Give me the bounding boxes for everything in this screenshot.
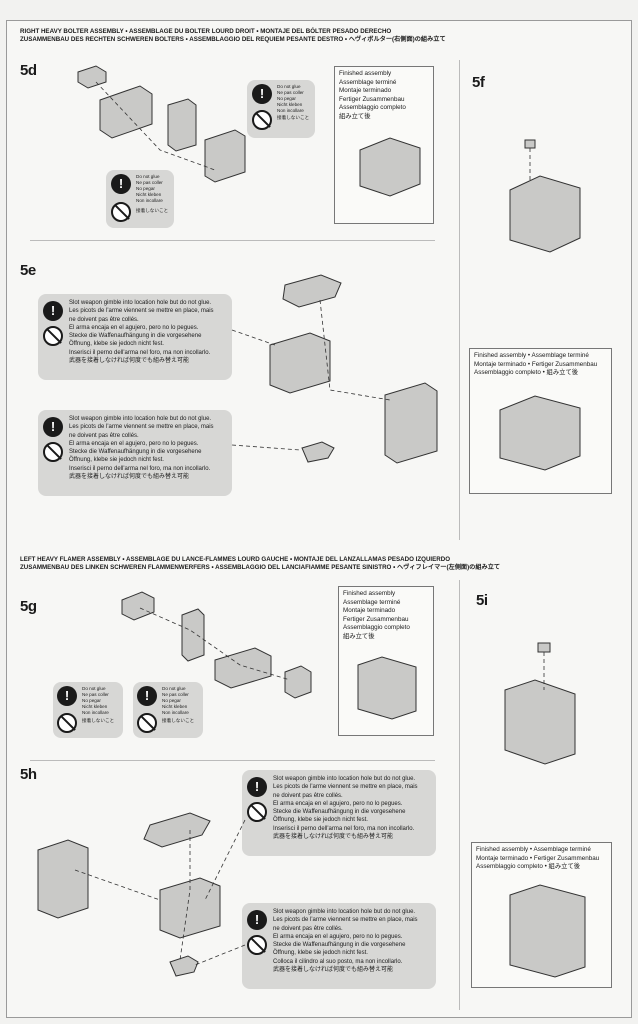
flamer-assembly xyxy=(505,680,575,764)
flamer-assembly xyxy=(358,657,416,719)
bolter-part xyxy=(283,275,341,307)
bolter-part xyxy=(168,99,196,151)
gimble-part xyxy=(170,956,198,976)
flamer-part xyxy=(38,840,88,918)
bolter-assembly xyxy=(510,176,580,252)
bolter-part xyxy=(205,130,245,182)
flamer-part xyxy=(144,813,210,847)
flamer-part xyxy=(215,648,271,688)
flamer-part xyxy=(285,666,311,698)
assembly-guide-line xyxy=(232,330,275,345)
flamer-assembly xyxy=(510,885,585,977)
bolter-part xyxy=(385,383,437,463)
assembly-guide-line xyxy=(232,445,300,450)
bolter-part xyxy=(100,86,152,138)
gimble-part xyxy=(302,442,334,462)
bolter-part xyxy=(270,333,330,393)
assembly-guide-line xyxy=(195,945,245,965)
flamer-part xyxy=(182,609,204,661)
bolter-assembly xyxy=(360,138,420,196)
flamer-part xyxy=(538,643,550,652)
flamer-part xyxy=(122,592,154,620)
bolter-assembly xyxy=(500,396,580,470)
bolter-part xyxy=(78,66,106,88)
bolter-part xyxy=(525,140,535,148)
